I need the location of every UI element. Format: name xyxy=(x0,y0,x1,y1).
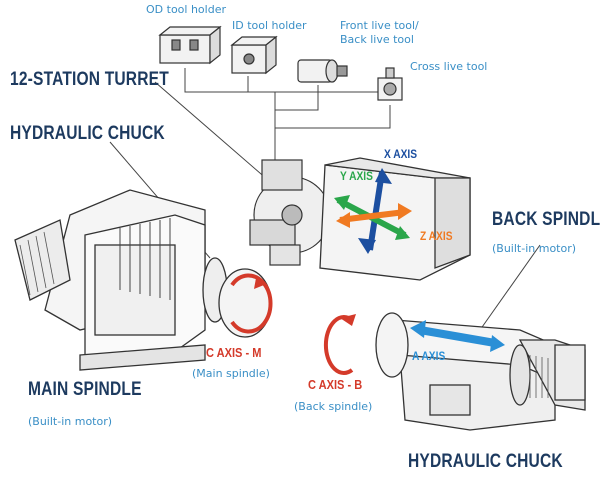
front-live-tool-label-line1: Front live tool/ xyxy=(340,19,419,32)
cross-live-tool-icon xyxy=(377,67,403,101)
cross-slide-block xyxy=(319,157,471,281)
back-chuck xyxy=(323,312,409,378)
front-live-tool-icon xyxy=(297,59,348,83)
c-axis-b-sub: (Back spindle) xyxy=(294,400,373,413)
back-hydraulic-chuck-label: HYDRAULIC CHUCK xyxy=(408,451,563,472)
main-spindle-sub: (Built-in motor) xyxy=(28,415,113,428)
c-axis-m-label: C AXIS - M xyxy=(206,345,262,360)
turret-label: 12-STATION TURRET xyxy=(10,69,169,90)
main-spindle-label: MAIN SPINDLE xyxy=(28,379,142,400)
x-axis-label: X AXIS xyxy=(384,147,418,161)
z-axis-label: Z AXIS xyxy=(420,229,453,243)
a-axis-arrow xyxy=(410,320,505,352)
c-axis-b-label: C AXIS - B xyxy=(308,377,363,392)
z-axis-arrow xyxy=(336,203,412,228)
x-axis-arrow xyxy=(358,168,392,254)
turret xyxy=(249,159,331,266)
c-axis-m-sub: (Main spindle) xyxy=(192,367,270,380)
main-spindle-body xyxy=(14,189,228,371)
a-axis-label: A AXIS xyxy=(412,349,446,363)
od-tool-holder-label: OD tool holder xyxy=(146,3,226,16)
od-tool-holder-icon xyxy=(158,25,222,65)
main-chuck xyxy=(218,268,273,338)
cross-live-tool-label: Cross live tool xyxy=(410,60,488,73)
main-hydraulic-chuck-label: HYDRAULIC CHUCK xyxy=(10,123,165,144)
id-tool-holder-label: ID tool holder xyxy=(232,19,307,32)
id-tool-holder-icon xyxy=(230,35,278,75)
front-live-tool-label-line2: Back live tool xyxy=(340,33,414,46)
back-spindle-sub: (Built-in motor) xyxy=(492,242,577,255)
back-spindle-label: BACK SPINDLE xyxy=(492,209,600,230)
back-spindle-body xyxy=(394,319,586,431)
y-axis-label: Y AXIS xyxy=(340,169,373,183)
